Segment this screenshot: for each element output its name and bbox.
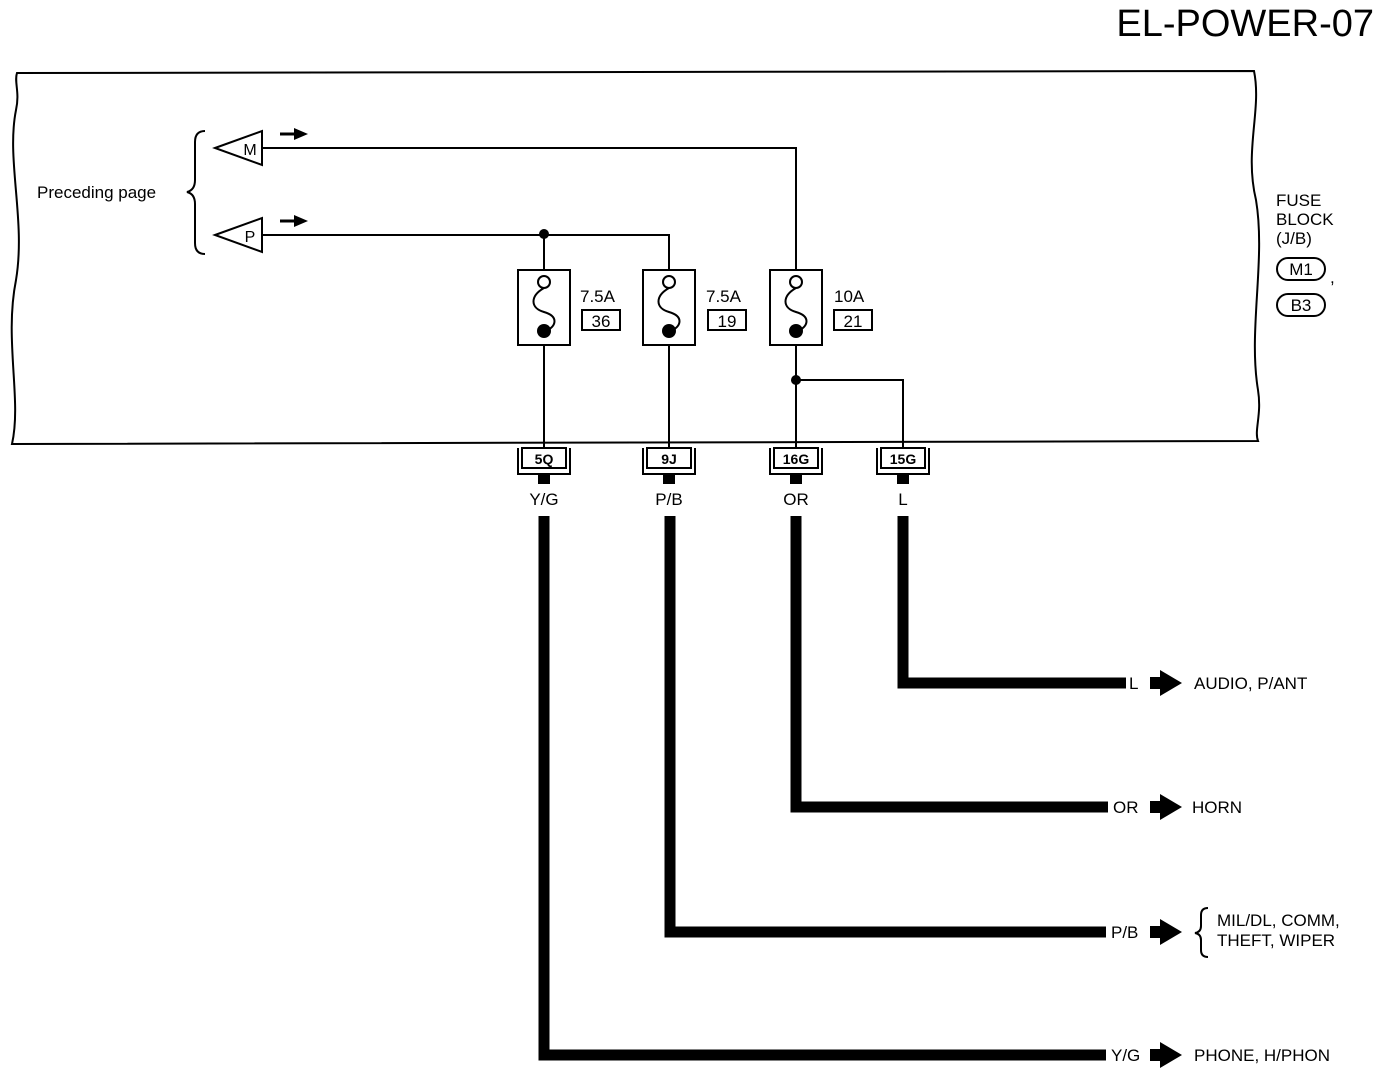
wire-l — [897, 516, 1126, 689]
fuse-21-number: 21 — [844, 312, 863, 331]
fuse-block-label-2: BLOCK — [1276, 210, 1334, 229]
output-p-b-destination-1: MIL/DL, COMM, — [1217, 911, 1340, 930]
offpage-m-label: M — [243, 142, 256, 159]
output-l-destination: AUDIO, P/ANT — [1194, 674, 1307, 693]
page-code: EL-POWER-07 — [1116, 3, 1374, 45]
connector-code-b3 — [1276, 293, 1326, 317]
connector-9j — [642, 447, 696, 484]
fuse-19 — [642, 269, 696, 346]
wire-color-or: OR — [783, 490, 809, 509]
connector-5q — [517, 447, 571, 484]
connector-code-b3-label: B3 — [1291, 296, 1312, 315]
output-or-destination: HORN — [1192, 798, 1242, 817]
wire-p-to-fuses — [262, 234, 670, 270]
wire-color-p-b: P/B — [655, 490, 682, 509]
wire-color-l: L — [898, 490, 907, 509]
arrow-right-icon — [1150, 670, 1182, 696]
connector-15g-label: 15G — [890, 451, 917, 467]
preceding-page-label: Preceding page — [37, 183, 156, 202]
fuse-block-label-1: FUSE — [1276, 191, 1321, 210]
connector-code-comma: , — [1330, 268, 1335, 287]
fuse-36-rating: 7.5A — [580, 287, 616, 306]
connector-16g — [769, 447, 823, 484]
arrow-right-icon — [1150, 1042, 1182, 1068]
splice-dot — [539, 229, 549, 239]
arrow-right-icon — [280, 215, 308, 227]
output-y-g-destination: PHONE, H/PHON — [1194, 1046, 1330, 1065]
connector-9j-label: 9J — [661, 451, 677, 467]
connector-15g — [876, 447, 930, 484]
fuse-19-number: 19 — [718, 312, 737, 331]
fuse-19-number-box — [707, 309, 747, 331]
preceding-page-brace — [186, 130, 206, 255]
fuse-36 — [517, 269, 571, 346]
fuse-36-number: 36 — [592, 312, 611, 331]
wire-y-g — [538, 516, 1106, 1061]
wire-p-b — [664, 516, 1106, 938]
splice-dot — [791, 375, 801, 385]
output-or-color: OR — [1113, 798, 1139, 817]
connector-16g-label: 16G — [783, 451, 810, 467]
output-p-b-destination-2: THEFT, WIPER — [1217, 931, 1335, 950]
connector-5q-label: 5Q — [535, 451, 554, 467]
arrow-right-icon — [1150, 919, 1182, 945]
wire-color-y-g: Y/G — [529, 490, 558, 509]
offpage-p-label: P — [245, 229, 256, 246]
fuse-19-rating: 7.5A — [706, 287, 742, 306]
wire-or — [790, 516, 1108, 813]
output-y-g-color: Y/G — [1111, 1046, 1140, 1065]
output-brace — [1194, 907, 1209, 958]
output-l-color: L — [1129, 674, 1138, 693]
wire-m-to-fuse-21 — [262, 147, 797, 270]
connector-code-m1-label: M1 — [1289, 260, 1313, 279]
arrow-right-icon — [1150, 794, 1182, 820]
fuse-block-label-3: (J/B) — [1276, 229, 1312, 248]
fuse-21-number-box — [833, 309, 873, 331]
output-p-b-color: P/B — [1111, 923, 1138, 942]
connector-code-m1 — [1276, 257, 1326, 281]
arrow-right-icon — [280, 128, 308, 140]
wire-fuse-21-to-16g-15g — [795, 345, 904, 448]
fuse-21-rating: 10A — [834, 287, 865, 306]
fuse-block-outline — [10, 69, 1261, 446]
fuse-36-number-box — [581, 309, 621, 331]
fuse-21 — [769, 269, 823, 346]
